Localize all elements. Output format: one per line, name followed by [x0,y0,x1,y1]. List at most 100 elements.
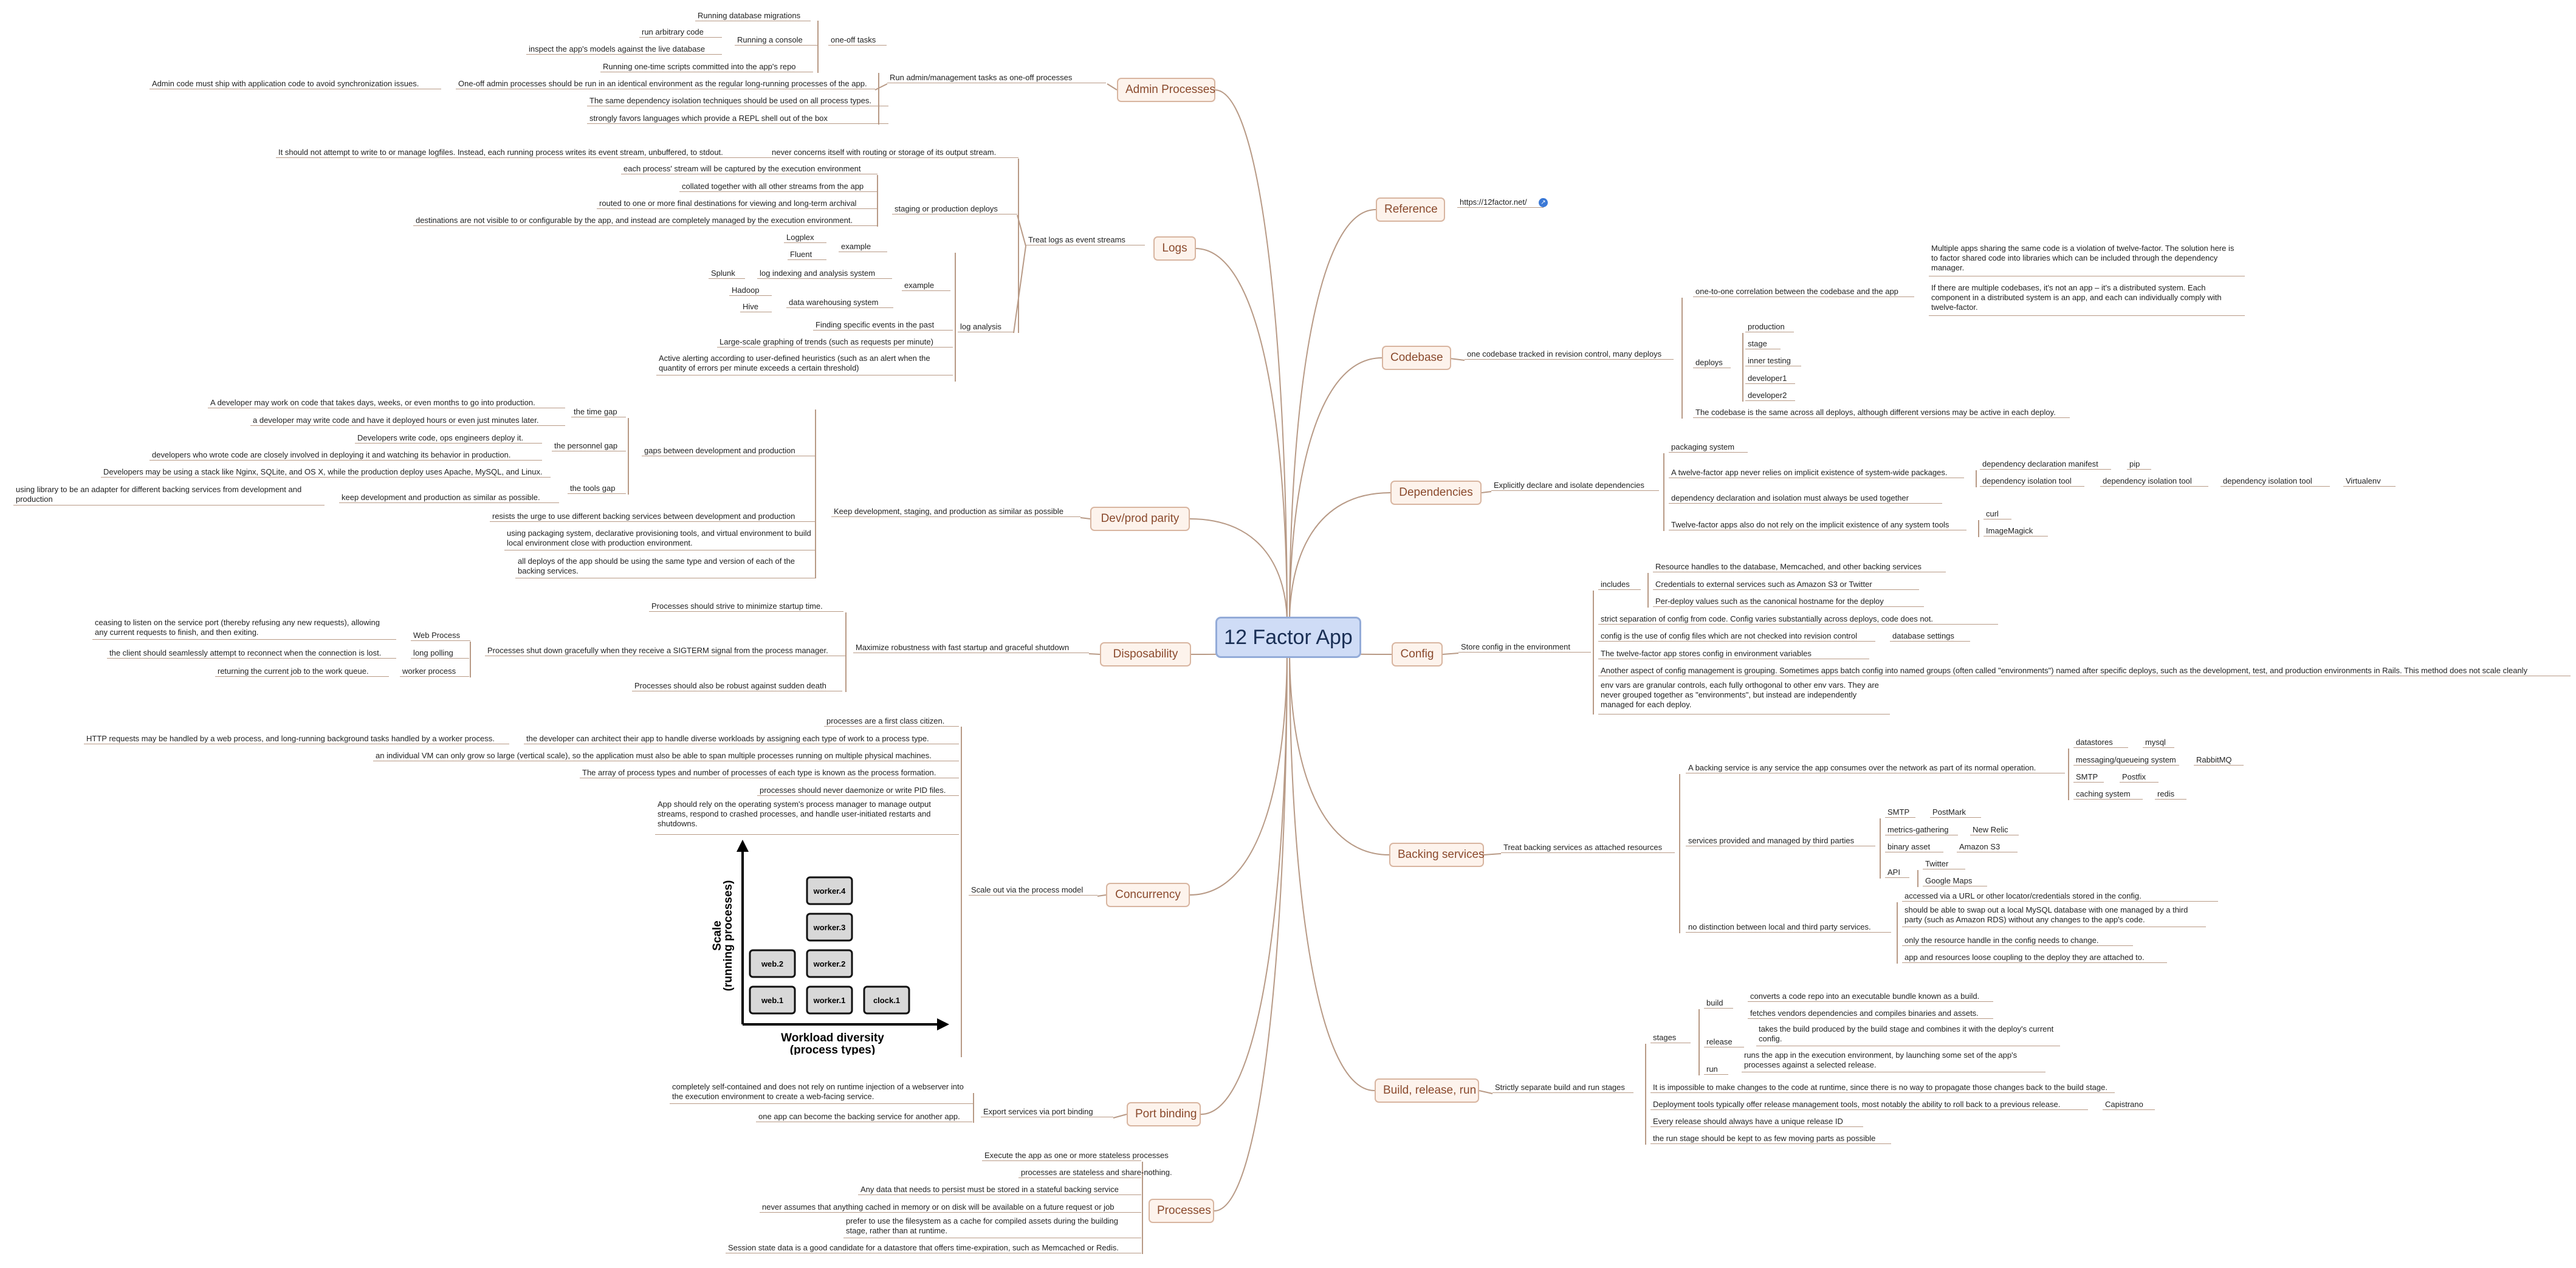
topic-connector [1097,894,1107,897]
topic-disposability-main: Maximize robustness with fast startup an… [853,643,1089,653]
topic-backing-thirdparty: services provided and managed by third p… [1686,836,1875,846]
topic-devprod-time1: A developer may work on code that takes … [208,398,565,408]
process-box [806,913,853,942]
topic-logs-indexing: log indexing and analysis system [757,269,892,279]
topic-backing-any: A backing service is any service the app… [1686,763,2065,773]
branch-connector [1214,648,1288,1211]
topic-backing-api: API [1885,868,1909,878]
topic-codebase-stage: stage [1745,339,1781,349]
topic-build-impossible: It is impossible to make changes to the … [1650,1083,2115,1093]
topic-admin-identical: One-off admin processes should be run in… [456,79,875,89]
topic-backing-twitter: Twitter [1923,859,1965,869]
topic-admin-migrations: Running database migrations [695,11,811,21]
topic-backing-postmark: PostMark [1930,807,1981,818]
topic-build-converts: converts a code repo into an executable … [1748,992,1993,1002]
topic-connector [1479,1090,1493,1094]
branch-config[interactable]: Config [1392,642,1443,667]
branch-build-release-run[interactable]: Build, release, run [1375,1078,1479,1103]
topic-admin-inspect: inspect the app's models against the liv… [526,44,722,55]
topic-codebase-dev2: developer2 [1745,391,1795,401]
branch-logs[interactable]: Logs [1153,236,1196,261]
y-axis-label: Scale [711,920,724,951]
process-box [806,949,853,978]
topic-config-dbsettings: database settings [1890,631,1970,642]
topic-logs-hadoop: Hadoop [729,286,772,296]
branch-admin-processes[interactable]: Admin Processes [1117,78,1215,102]
branch-connector [1289,492,1391,625]
topic-disposability-worker: worker process [400,667,469,677]
topic-disposability-startup: Processes should strive to minimize star… [649,601,843,612]
topic-devprod-main: Keep development, staging, and productio… [831,507,1080,517]
branch-processes[interactable]: Processes [1149,1199,1214,1223]
topic-concurrency-firstclass: processes are a first class citizen. [824,716,959,727]
topic-logs-graphing: Large-scale graphing of trends (such as … [717,337,953,348]
axis-arrow [937,1018,949,1030]
topic-config-strict: strict separation of config from code. C… [1598,614,1998,625]
link-icon[interactable]: ↗ [1539,198,1548,207]
central-topic[interactable]: 12 Factor App [1215,617,1361,658]
topic-backing-loose: app and resources loose coupling to the … [1902,953,2167,963]
branch-concurrency[interactable]: Concurrency [1106,883,1190,907]
branch-backing-services[interactable]: Backing services [1389,843,1485,867]
branch-connector [1289,648,1375,1091]
topic-logs-alerting: Active alerting according to user-define… [656,354,953,375]
topic-build-fewparts: the run stage should be kept to as few m… [1650,1134,1891,1144]
topic-config-includes: includes [1598,580,1641,590]
topic-logs-never: It should not attempt to write to or man… [276,148,769,158]
topic-processes-stateless: processes are stateless and share-nothin… [1018,1168,1172,1178]
branch-disposability[interactable]: Disposability [1100,642,1191,667]
topic-connector [1080,517,1091,519]
topic-codebase-same: The codebase is the same across all depl… [1693,408,2070,418]
branch-dev-prod-parity[interactable]: Dev/prod parity [1090,507,1190,531]
process-box-label: web.1 [761,996,783,1005]
topic-admin-main: Run admin/management tasks as one-off pr… [887,73,1106,83]
topic-config-resource: Resource handles to the database, Memcac… [1653,562,1946,572]
topic-logs-collated: collated together with all other streams… [679,182,878,192]
topic-backing-nodistinction: no distinction between local and third p… [1686,922,1891,933]
topic-dependencies-imagemagick: ImageMagick [1984,526,2048,536]
topic-connector [1113,1114,1127,1119]
topic-devprod-gaps: gaps between development and production [642,446,816,456]
topic-logs-main: Treat logs as event streams [1026,235,1145,245]
reference-url[interactable]: https://12factor.net/ [1457,197,1544,208]
topic-dependencies-isolation2: dependency isolation tool [2100,476,2208,487]
axis-arrow [737,840,749,852]
process-box-label: web.2 [761,959,783,968]
branch-connector [1200,648,1288,1115]
topic-config-perdeploy: Per-deploy values such as the canonical … [1653,597,1924,607]
topic-connector [874,83,888,91]
topic-config-files: config is the use of config files which … [1598,631,1875,642]
topic-concurrency-main: Scale out via the process model [969,885,1097,896]
branch-dependencies[interactable]: Dependencies [1390,481,1482,505]
topic-build-run: run [1704,1064,1728,1075]
topic-backing-binary: binary asset [1885,842,1943,852]
topic-backing-smtp2: SMTP [1885,807,1915,818]
topic-logs-splunk: Splunk [709,269,745,279]
topic-logs-finding: Finding specific events in the past [813,320,953,331]
topic-dependencies-manifest: dependency declaration manifest [1980,459,2111,470]
topic-logs-example: example [839,242,887,252]
topic-logs-captured: each process' stream will be captured by… [621,164,878,174]
topic-devprod-personnel2: developers who wrote code are closely in… [149,450,542,461]
process-box [806,876,853,905]
process-box-label: worker.2 [813,959,846,968]
branch-port-binding[interactable]: Port binding [1127,1102,1201,1126]
topic-config-granular: env vars are granular controls, each ful… [1598,680,1890,715]
topic-backing-accessed: accessed via a URL or other locator/cred… [1902,891,2218,902]
topic-concurrency-daemonize: processes should never daemonize or writ… [757,786,959,796]
branch-codebase[interactable]: Codebase [1382,346,1451,370]
topic-concurrency-http: HTTP requests may be handled by a web pr… [84,734,509,744]
topic-devprod-timegap: the time gap [571,407,626,417]
process-box [806,985,853,1015]
topic-build-release: release [1704,1037,1744,1047]
process-box-label: worker.1 [813,996,846,1005]
branch-connector [1289,209,1376,625]
topic-backing-metrics: metrics-gathering [1885,825,1958,835]
topic-config-envvars: The twelve-factor app stores config in e… [1598,649,1869,659]
topic-concurrency-formation: The array of process types and number of… [580,768,959,778]
branch-reference[interactable]: Reference [1376,197,1445,222]
branch-connector [1195,248,1288,625]
topic-connector [1481,491,1492,493]
